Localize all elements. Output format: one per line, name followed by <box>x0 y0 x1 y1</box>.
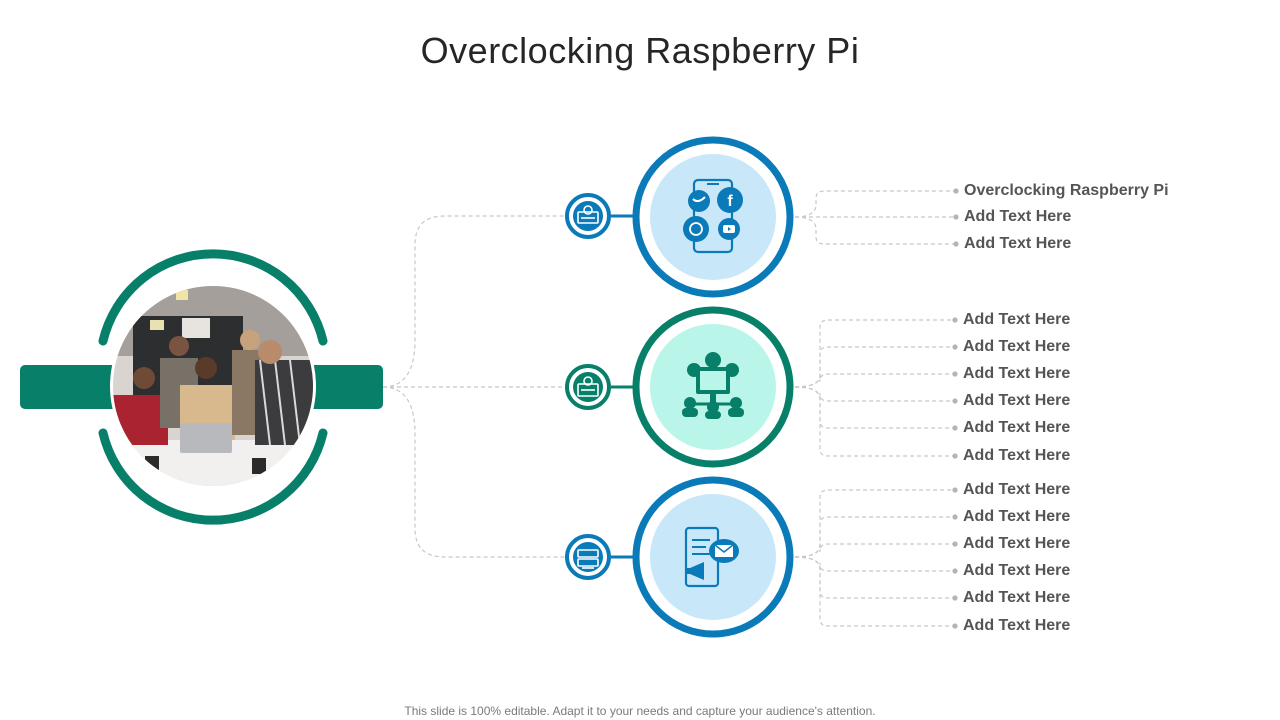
branch-connector-2-6 <box>794 386 955 457</box>
group-2-label-2: Add Text Here <box>963 338 1071 355</box>
branch-connector-1-3 <box>794 216 956 245</box>
slide-title: Overclocking Raspberry Pi <box>420 30 860 71</box>
branch-dot-1-1 <box>953 188 959 194</box>
branch-dot-3-4 <box>952 568 958 574</box>
branch-dot-3-3 <box>952 541 958 547</box>
branch-connectors <box>794 188 959 629</box>
branch-dot-2-1 <box>952 317 958 323</box>
dollar-board-icon <box>577 376 599 397</box>
branch-dot-1-3 <box>953 241 959 247</box>
group-3-label-5: Add Text Here <box>963 589 1071 606</box>
branch-dot-2-3 <box>952 371 958 377</box>
branch-dot-1-2 <box>953 214 959 220</box>
branch-dot-2-5 <box>952 425 958 431</box>
money-stack-icon <box>577 549 599 569</box>
team-meeting-photo <box>113 286 313 486</box>
svg-text:f: f <box>727 193 733 210</box>
presentation-chart-icon <box>577 205 599 224</box>
branch-connector-2-4 <box>794 386 955 402</box>
branch-dot-2-4 <box>952 398 958 404</box>
branch-dot-3-5 <box>952 595 958 601</box>
connector-bottom <box>382 386 565 558</box>
trunk-connectors <box>382 215 565 558</box>
branch-dot-2-6 <box>952 453 958 459</box>
group-3-label-6: Add Text Here <box>963 617 1071 634</box>
group-2-label-1: Add Text Here <box>963 311 1071 328</box>
branch-connector-3-3 <box>794 543 955 558</box>
group-2-label-5: Add Text Here <box>963 419 1071 436</box>
branch-dot-3-2 <box>952 514 958 520</box>
node-2 <box>565 306 794 468</box>
branch-dot-3-1 <box>952 487 958 493</box>
branch-connector-3-1 <box>794 489 955 558</box>
group-2-label-4: Add Text Here <box>963 392 1071 409</box>
group-2-label-3: Add Text Here <box>963 365 1071 382</box>
group-1-label-3: Add Text Here <box>964 235 1072 252</box>
mobile-email-marketing-icon <box>684 526 739 588</box>
smartphone-social-media-icon: f <box>683 178 743 254</box>
branch-connector-3-5 <box>794 556 955 599</box>
branch-connector-3-4 <box>794 556 955 572</box>
node-1: f <box>565 136 794 298</box>
central-arc-top <box>98 249 328 346</box>
group-3-label-4: Add Text Here <box>963 562 1071 579</box>
group-2-label-6: Add Text Here <box>963 447 1071 464</box>
branch-dot-3-6 <box>952 623 958 629</box>
branch-connector-2-3 <box>794 373 955 388</box>
branch-connector-1-1 <box>794 190 956 218</box>
group-1-label-1: Overclocking Raspberry Pi <box>964 182 1169 199</box>
branch-connector-2-1 <box>794 319 955 388</box>
slide-footer: This slide is 100% editable. Adapt it to… <box>404 704 876 718</box>
group-3-label-1: Add Text Here <box>963 481 1071 498</box>
group-3-label-2: Add Text Here <box>963 508 1071 525</box>
central-photo-group <box>20 249 383 525</box>
branch-dot-2-2 <box>952 344 958 350</box>
group-1-label-2: Add Text Here <box>964 208 1072 225</box>
node-3 <box>565 476 794 638</box>
branch-connector-2-2 <box>794 346 955 388</box>
connector-top <box>382 215 565 388</box>
branch-connector-3-2 <box>794 516 955 558</box>
branch-connector-2-5 <box>794 386 955 429</box>
branch-connector-3-6 <box>794 556 955 627</box>
central-arc-bottom <box>98 428 328 525</box>
network-meeting-icon <box>682 352 744 419</box>
group-3-label-3: Add Text Here <box>963 535 1071 552</box>
